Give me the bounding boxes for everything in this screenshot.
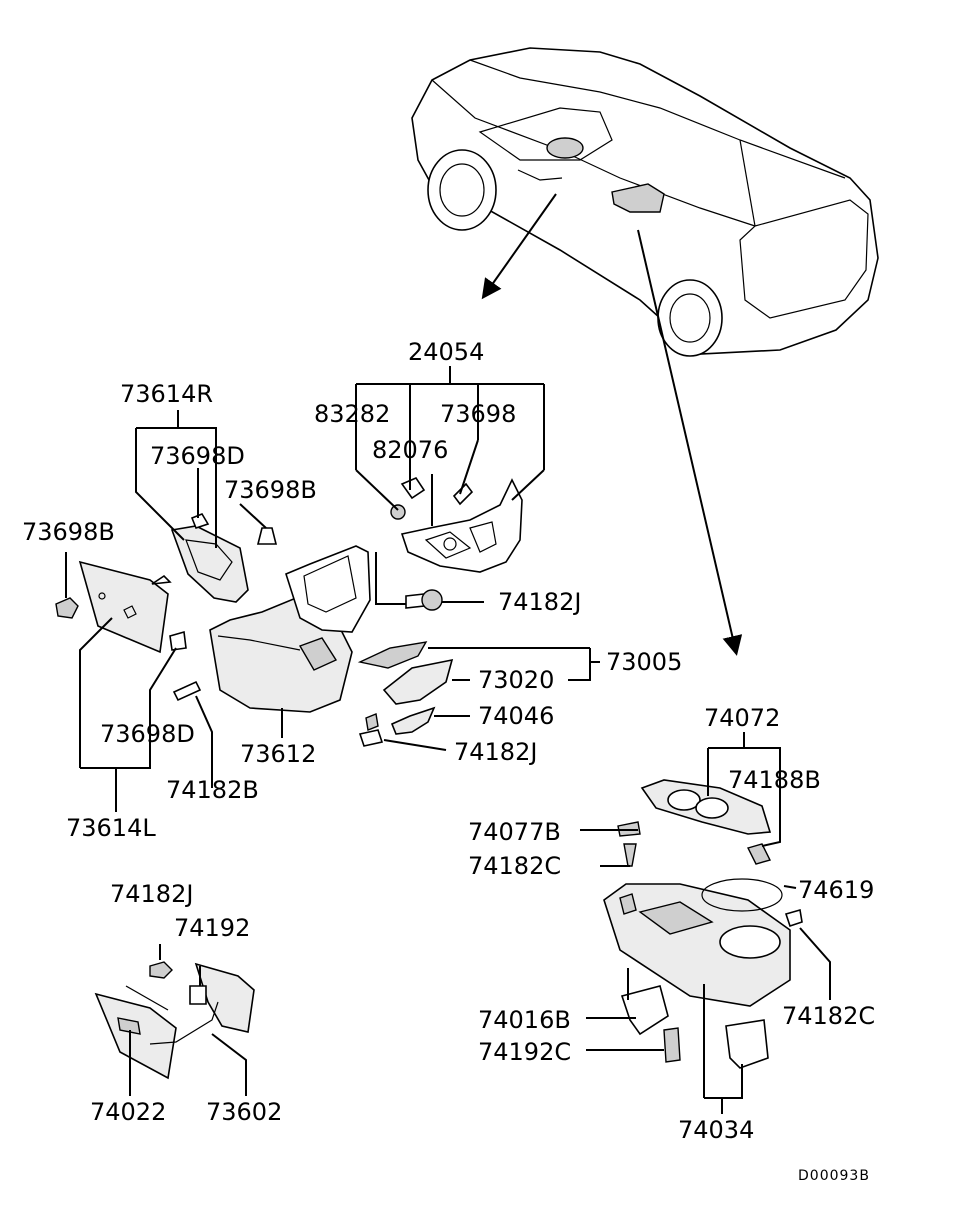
- bracket-73614R: [135, 410, 267, 548]
- label-73614R: 73614R: [120, 380, 213, 408]
- label-74016B: 74016B: [478, 1006, 571, 1034]
- bracket-74072: [707, 732, 781, 847]
- label-74619: 74619: [798, 876, 874, 904]
- leader-73612: [195, 695, 283, 788]
- label-73698D-top: 73698D: [150, 442, 245, 470]
- label-74182J-bottom: 74182J: [110, 880, 193, 908]
- label-74192C: 74192C: [478, 1038, 571, 1066]
- part-74182J-mid: [375, 552, 484, 611]
- label-83282: 83282: [314, 400, 390, 428]
- label-74182C-left: 74182C: [468, 852, 561, 880]
- label-74188B: 74188B: [728, 766, 821, 794]
- label-73698D-low: 73698D: [100, 720, 195, 748]
- part-74022-73602-assembly: [94, 944, 255, 1096]
- bracket-73614L: [65, 552, 177, 812]
- label-73612: 73612: [240, 740, 316, 768]
- part-73005-assembly: [357, 641, 600, 751]
- label-74046: 74046: [478, 702, 554, 730]
- vehicle-illustration: [411, 47, 879, 357]
- diagram-code: D00093B: [798, 1168, 870, 1184]
- label-74072: 74072: [704, 704, 780, 732]
- label-74182J-mid: 74182J: [498, 588, 581, 616]
- label-74182B: 74182B: [166, 776, 259, 804]
- label-73005: 73005: [606, 648, 682, 676]
- pointer-arrow-right: [637, 229, 743, 656]
- part-73614L: [55, 560, 187, 654]
- label-74022: 74022: [90, 1098, 166, 1126]
- part-24054-assembly: [390, 477, 523, 573]
- label-73020: 73020: [478, 666, 554, 694]
- part-73614R: [170, 513, 278, 603]
- label-74034: 74034: [678, 1116, 754, 1144]
- part-74034-console: [580, 821, 803, 1007]
- label-73602: 73602: [206, 1098, 282, 1126]
- label-74192: 74192: [174, 914, 250, 942]
- part-73612: [172, 545, 371, 713]
- label-73698B-left: 73698B: [22, 518, 115, 546]
- part-74016B-74192C: [586, 927, 831, 1114]
- label-74182J-low: 74182J: [454, 738, 537, 766]
- label-74182C-right: 74182C: [782, 1002, 875, 1030]
- part-74072: [640, 779, 772, 865]
- label-73614L: 73614L: [66, 814, 156, 842]
- pointer-arrow-left: [481, 193, 557, 300]
- part-labels: 24054 83282 73698 82076 73614R 73698D 73…: [22, 338, 875, 1184]
- bracket-24054: [355, 366, 545, 526]
- label-73698B-mid: 73698B: [224, 476, 317, 504]
- label-73698: 73698: [440, 400, 516, 428]
- label-82076: 82076: [372, 436, 448, 464]
- label-24054: 24054: [408, 338, 484, 366]
- label-74077B: 74077B: [468, 818, 561, 846]
